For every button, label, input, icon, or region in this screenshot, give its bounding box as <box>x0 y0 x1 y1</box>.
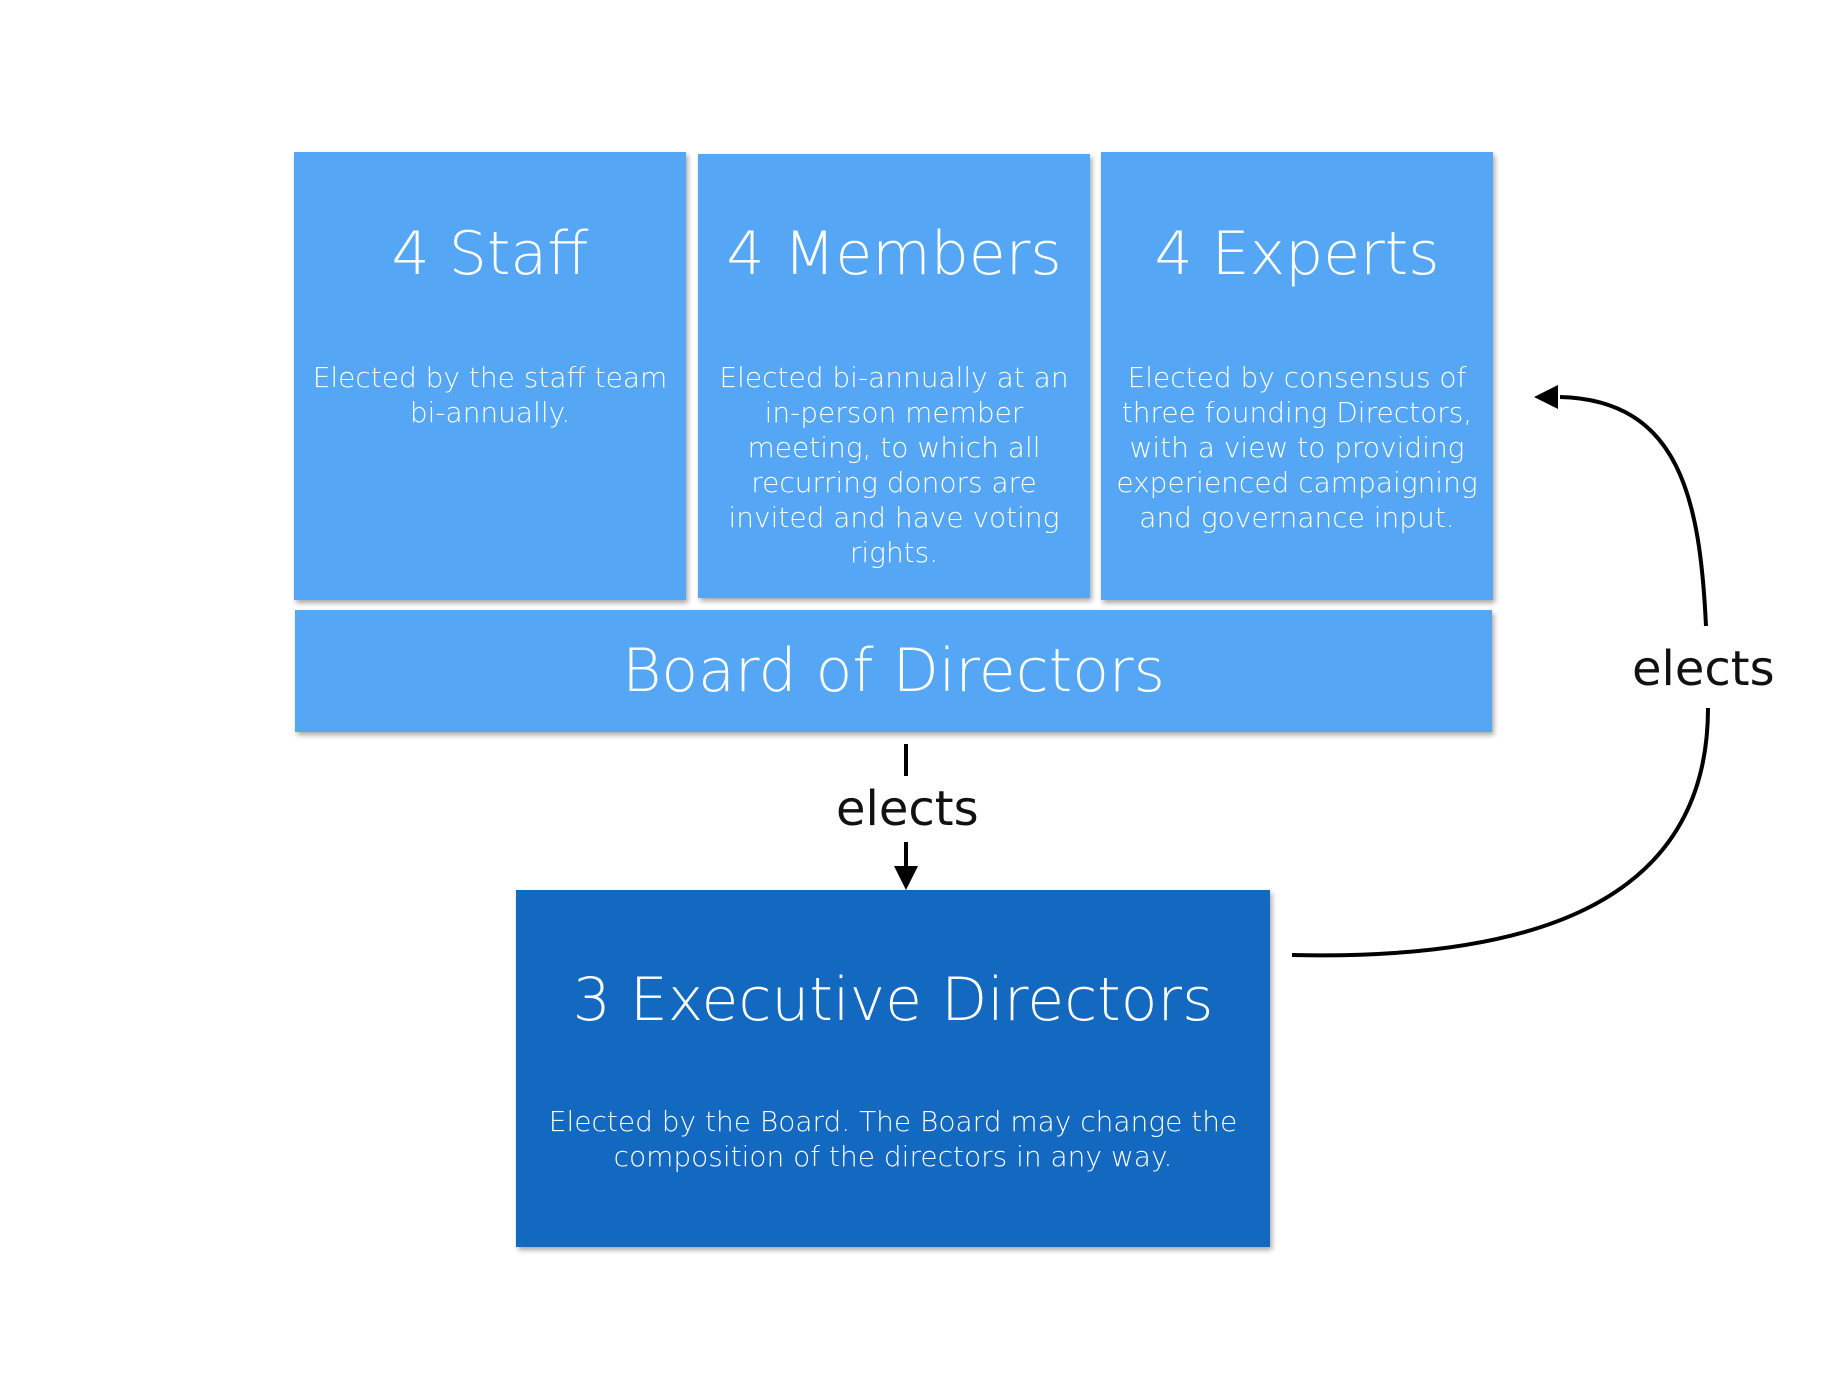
edge-label-board-to-executive: elects <box>836 781 979 837</box>
experts-box: 4 Experts Elected by consensus of three … <box>1101 152 1493 600</box>
arrowhead-down <box>894 866 918 890</box>
arrow-executive-to-experts-lower <box>1291 707 1710 958</box>
executive-directors-box: 3 Executive Directors Elected by the Boa… <box>516 890 1270 1247</box>
members-title: 4 Members <box>726 219 1062 289</box>
board-of-directors-box: Board of Directors <box>295 610 1492 732</box>
board-title: Board of Directors <box>622 636 1165 706</box>
arrowhead-left <box>1534 385 1558 409</box>
members-description: Elected bi-annually at an in-person memb… <box>719 361 1069 569</box>
edge-label-executive-to-experts: elects <box>1632 641 1775 697</box>
members-box: 4 Members Elected bi-annually at an in-p… <box>698 154 1090 598</box>
staff-box: 4 Staff Elected by the staff team bi-ann… <box>294 152 686 600</box>
executive-description: Elected by the Board. The Board may chan… <box>548 1105 1238 1173</box>
staff-description: Elected by the staff team bi-annually. <box>312 361 668 429</box>
experts-title: 4 Experts <box>1154 219 1440 289</box>
arrow-executive-to-experts-upper <box>1559 395 1708 627</box>
executive-title: 3 Executive Directors <box>572 965 1214 1035</box>
staff-title: 4 Staff <box>391 219 589 289</box>
experts-description: Elected by consensus of three founding D… <box>1116 361 1478 534</box>
